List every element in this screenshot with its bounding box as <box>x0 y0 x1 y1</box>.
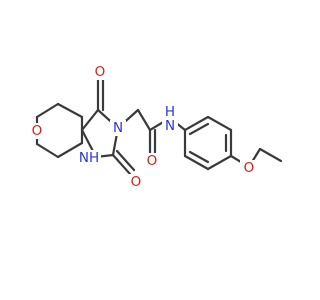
bond <box>183 115 210 132</box>
bond <box>136 108 152 132</box>
bond <box>183 154 210 171</box>
label-background <box>240 160 258 176</box>
ring-nh-label: NH <box>79 150 99 166</box>
amide-nh-h-label: H <box>165 104 175 120</box>
bond <box>206 115 233 132</box>
bond <box>56 141 84 159</box>
carbonyl-oxygen-bottom-label: O <box>131 174 142 190</box>
carbonyl-bond <box>115 149 136 172</box>
ring-oxygen-label: O <box>32 123 43 139</box>
label-background <box>162 104 178 134</box>
bond <box>250 147 262 164</box>
phenyl-ring <box>183 115 233 171</box>
ether-oxygen-label: O <box>244 160 255 176</box>
bond <box>35 102 60 119</box>
bond <box>35 142 60 159</box>
atom-labels: O O O O O N NH H N <box>28 64 258 190</box>
carbonyl-oxygen-top-label: O <box>95 64 106 80</box>
bond <box>258 147 283 163</box>
amide-oxygen-label: O <box>147 153 158 169</box>
label-background <box>91 64 109 80</box>
carbonyl-bond <box>111 153 132 176</box>
label-background <box>110 120 126 136</box>
imide-nitrogen-label: N <box>113 120 123 136</box>
label-background <box>77 150 101 166</box>
label-background <box>127 174 145 190</box>
label-background <box>143 153 161 169</box>
aromatic-bond <box>188 122 210 136</box>
amide-nitrogen-label: N <box>165 118 175 134</box>
bond <box>206 154 233 171</box>
bond <box>80 108 100 132</box>
label-background <box>28 123 46 139</box>
molecule-structure-diagram: O O O O O N NH H N <box>28 64 283 190</box>
bond <box>56 102 84 119</box>
aromatic-bond <box>188 150 210 164</box>
